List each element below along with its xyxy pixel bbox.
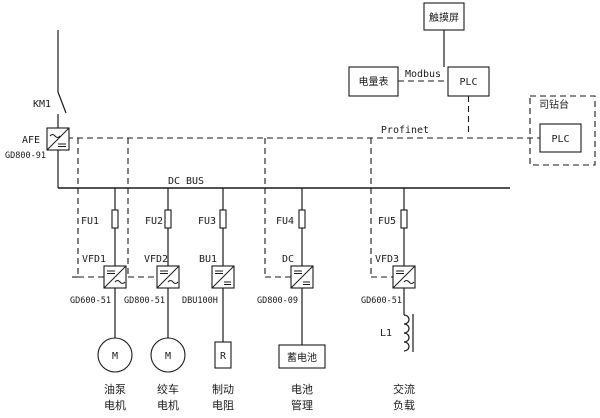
meter-box xyxy=(348,66,399,97)
load-label-5a: 交流 xyxy=(393,382,415,396)
plc-top-box xyxy=(447,66,490,97)
drive-model-5: GD600-51 xyxy=(361,296,402,306)
load-label-2b: 电机 xyxy=(157,398,179,412)
fuse-label-1: FU1 xyxy=(81,216,99,227)
branch-dc: FU4 DC GD800-09 蓄电池 电池 管理 xyxy=(257,188,326,412)
drive-model-2: GD800-51 xyxy=(124,296,165,306)
driller-console-label: 司钻台 xyxy=(539,98,569,111)
winch-motor xyxy=(150,337,186,373)
load-label-3a: 制动 xyxy=(212,383,234,396)
load-label-1b: 电机 xyxy=(104,398,126,412)
km1-contact xyxy=(57,91,67,114)
drive-label-4: DC xyxy=(282,254,294,265)
load-label-1a: 油泵 xyxy=(104,382,126,396)
fuse-label-5: FU5 xyxy=(378,216,396,227)
battery-label: 蓄电池 xyxy=(287,351,317,364)
afe-symbol xyxy=(46,127,70,151)
resistor-symbol: R xyxy=(220,351,227,362)
driller-console-frame xyxy=(529,95,596,166)
fuse-label-4: FU4 xyxy=(276,216,294,227)
battery-box xyxy=(278,344,326,369)
motor-symbol-1: M xyxy=(112,351,118,362)
branch-vfd1: FU1 VFD1 GD600-51 M 油泵 电机 xyxy=(70,188,133,412)
load-label-3b: 电阻 xyxy=(212,399,234,412)
touchscreen-label: 触摸屏 xyxy=(429,11,459,24)
km1-label: KM1 xyxy=(33,99,51,110)
fuse-label-3: FU3 xyxy=(198,216,216,227)
load-label-4b: 管理 xyxy=(291,398,313,412)
fuse-fu4 xyxy=(298,209,306,229)
fuse-fu2 xyxy=(164,209,172,229)
touchscreen-box xyxy=(423,2,465,31)
drive-model-4: GD800-09 xyxy=(257,296,298,306)
branch-vfd2: FU2 VFD2 GD800-51 M 绞车 电机 xyxy=(124,188,186,412)
branch-vfd3: FU5 VFD3 GD600-51 L1 交流 负载 xyxy=(361,188,416,412)
inductor-l1 xyxy=(403,314,410,352)
afe-label: AFE xyxy=(22,135,40,146)
drive-label-3: BU1 xyxy=(199,254,217,265)
fuse-fu1 xyxy=(111,209,119,229)
drive-model-3: DBU100H xyxy=(182,296,218,306)
fuse-fu3 xyxy=(219,209,227,229)
drive-label-2: VFD2 xyxy=(144,254,168,265)
branch-bu1: FU3 BU1 DBU100H R 制动 电阻 xyxy=(182,188,235,412)
drive-label-5: VFD3 xyxy=(375,254,399,265)
plc-console-label: PLC xyxy=(551,134,569,145)
inductor-label: L1 xyxy=(380,328,392,339)
load-label-5b: 负载 xyxy=(393,398,415,412)
modbus-label: Modbus xyxy=(405,69,441,80)
dc-bus-label: DC BUS xyxy=(168,176,204,187)
drive-label-1: VFD1 xyxy=(82,254,106,265)
load-label-2a: 绞车 xyxy=(157,382,179,396)
profinet-label: Profinet xyxy=(381,125,429,136)
motor-symbol-2: M xyxy=(165,351,171,362)
drive-model-1: GD600-51 xyxy=(70,296,111,306)
fuse-label-2: FU2 xyxy=(145,216,163,227)
fuse-fu5 xyxy=(400,209,408,229)
load-label-4a: 电池 xyxy=(291,383,313,396)
plc-top-label: PLC xyxy=(459,77,477,88)
meter-label: 电量表 xyxy=(359,75,389,88)
plc-console-box xyxy=(539,123,582,153)
oil-pump-motor xyxy=(97,337,133,373)
braking-resistor xyxy=(214,341,232,369)
afe-model: GD800-91 xyxy=(5,151,46,161)
